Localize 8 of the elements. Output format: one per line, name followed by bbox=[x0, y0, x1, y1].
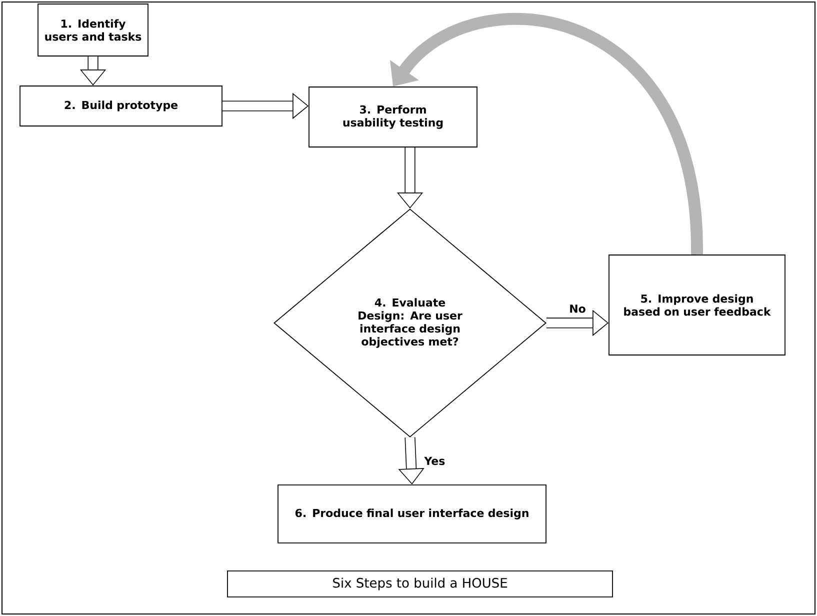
process-box: 1. Identify users and tasks bbox=[38, 4, 148, 56]
process-box: 6. Produce final user interface design bbox=[278, 484, 546, 544]
edge-label: No bbox=[568, 304, 587, 314]
edge-label: Yes bbox=[423, 456, 446, 466]
process-box: 3. Perform usability testing bbox=[308, 86, 478, 148]
process-box: 2. Build prototype bbox=[20, 86, 222, 126]
title-box: Six Steps to build a HOUSE bbox=[227, 570, 613, 598]
process-box: 5. Improve design based on user feedback bbox=[608, 254, 786, 356]
